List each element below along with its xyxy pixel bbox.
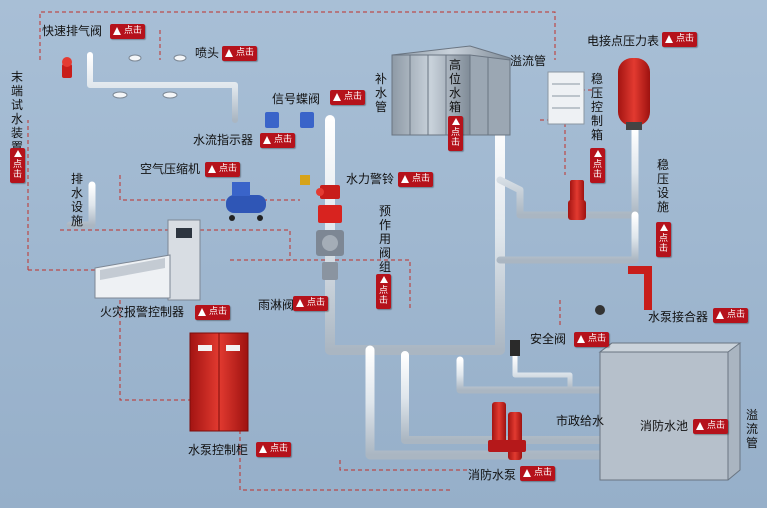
badge-contact-pressure-gauge[interactable]: 点击 — [662, 32, 698, 47]
label-fire-alarm-controller: 火灾报警控制器 — [100, 305, 185, 319]
badge-preaction-valve-group[interactable]: 点击 — [376, 274, 391, 309]
label-overflow-pipe-top: 溢流管 — [510, 54, 547, 68]
badge-pump-control-cabinet[interactable]: 点击 — [256, 442, 292, 457]
label-water-motor-alarm: 水力警铃 — [346, 172, 395, 186]
label-signal-butterfly-valve: 信号蝶阀 — [272, 92, 321, 106]
badge-stabilizer-control-box[interactable]: 点击 — [590, 148, 605, 183]
fire-pumps-shape — [488, 402, 526, 460]
label-makeup-pipe: 补水管 — [374, 72, 387, 114]
label-pump-adapter: 水泵接合器 — [648, 310, 709, 324]
label-fire-pool: 消防水池 — [640, 419, 689, 433]
sprinkler-heads — [112, 54, 187, 99]
label-contact-pressure-gauge: 电接点压力表 — [587, 34, 660, 48]
label-safety-valve: 安全阀 — [530, 332, 567, 346]
label-overflow-pipe-right: 溢流管 — [745, 408, 758, 450]
badge-deluge-valve[interactable]: 点击 — [293, 296, 329, 311]
label-drain-facility: 排水设施 — [70, 172, 83, 228]
label-sprinkler-head: 喷头 — [195, 46, 220, 60]
label-municipal-supply: 市政给水 — [556, 414, 605, 428]
label-high-water-tank: 高位水箱 — [448, 58, 461, 114]
label-air-compressor: 空气压缩机 — [140, 162, 201, 176]
pressure-tank-shape — [618, 58, 650, 130]
valve-group-shape — [300, 175, 344, 280]
high-water-tank-shape — [391, 45, 511, 136]
badge-water-motor-alarm[interactable]: 点击 — [398, 172, 434, 187]
label-fire-pump: 消防水泵 — [468, 468, 517, 482]
pump-control-cabinet-shape — [189, 332, 249, 432]
badge-water-flow-indicator[interactable]: 点击 — [260, 133, 296, 148]
label-stabilizer-control-box: 稳压控制箱 — [590, 72, 603, 142]
badge-sprinkler-head[interactable]: 点击 — [222, 46, 258, 61]
label-preaction-valve-group: 预作用阀组 — [378, 204, 391, 274]
badge-pump-adapter[interactable]: 点击 — [713, 308, 749, 323]
label-end-test-device: 末端试水装置 — [10, 70, 23, 154]
label-deluge-valve: 雨淋阀 — [258, 298, 295, 312]
badge-safety-valve[interactable]: 点击 — [574, 332, 610, 347]
fire-alarm-controller-shape — [94, 219, 201, 301]
badge-fire-pool[interactable]: 点击 — [693, 419, 729, 434]
badge-signal-butterfly-valve[interactable]: 点击 — [330, 90, 366, 105]
badge-stabilizer-facility[interactable]: 点击 — [656, 222, 671, 257]
badge-fast-exhaust-valve[interactable]: 点击 — [110, 24, 146, 39]
badge-air-compressor[interactable]: 点击 — [205, 162, 241, 177]
badge-fire-pump[interactable]: 点击 — [520, 466, 556, 481]
safety-valve-shape — [510, 340, 520, 356]
badge-fire-alarm-controller[interactable]: 点击 — [195, 305, 231, 320]
water-flow-indicator-shape — [265, 112, 314, 128]
stabilizer-pumps-shape — [568, 180, 586, 220]
label-fast-exhaust-valve: 快速排气阀 — [42, 24, 103, 38]
label-stabilizer-facility: 稳压设施 — [656, 158, 669, 214]
fast-exhaust-valve-shape — [62, 57, 72, 78]
fire-pool-shape — [598, 342, 742, 481]
label-water-flow-indicator: 水流指示器 — [193, 133, 254, 147]
badge-end-test-device[interactable]: 点击 — [10, 148, 25, 183]
air-compressor-shape — [226, 182, 266, 221]
pump-adapter-shape — [595, 266, 652, 315]
label-pump-control-cabinet: 水泵控制柜 — [188, 443, 249, 457]
badge-high-water-tank[interactable]: 点击 — [448, 116, 463, 151]
stabilizer-control-box-shape — [547, 71, 585, 125]
